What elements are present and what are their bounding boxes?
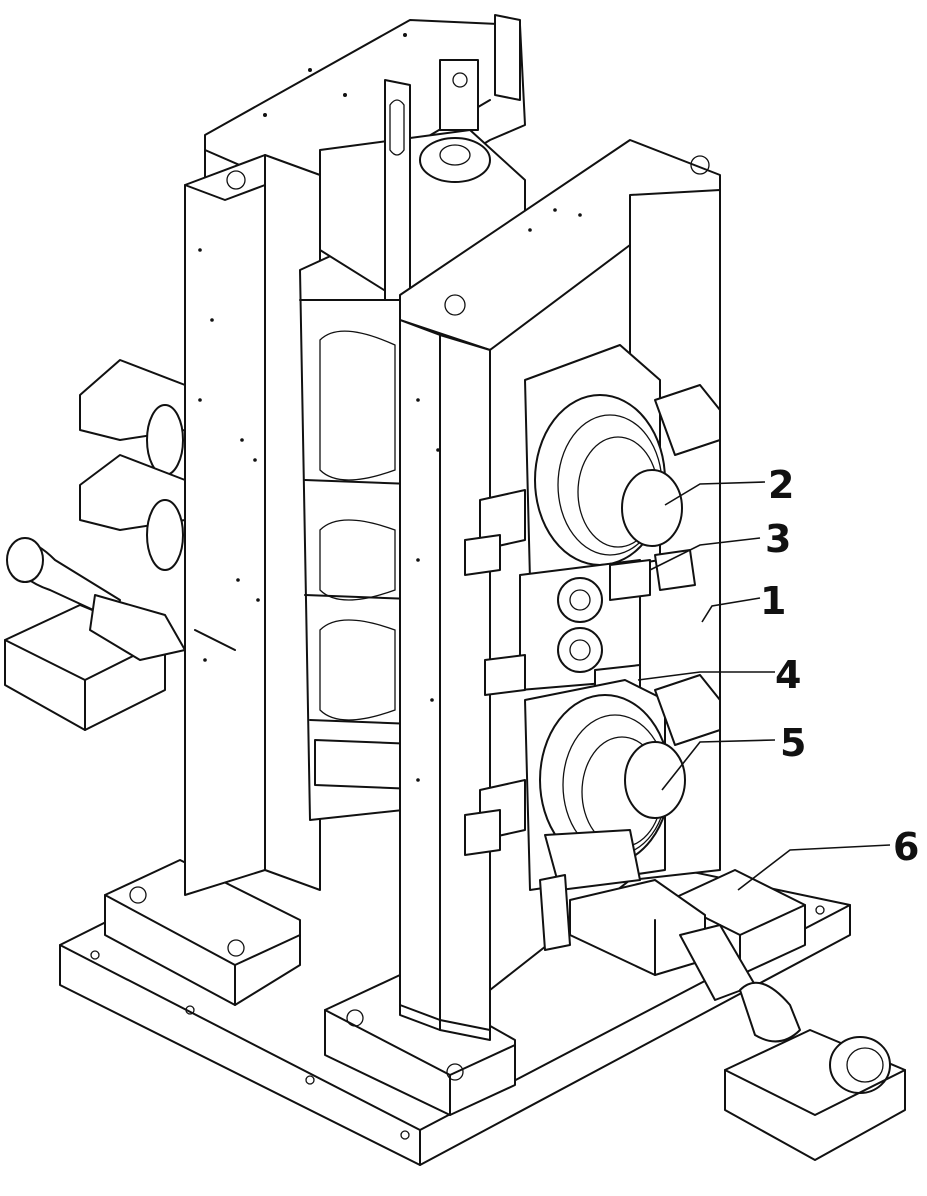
callout-label-6: 6 — [893, 825, 919, 869]
callout-6: 6 — [738, 825, 919, 890]
callout-label-5: 5 — [780, 721, 806, 765]
callout-label-4: 4 — [775, 653, 801, 697]
callout-label-1: 1 — [760, 579, 786, 623]
callout-label-3: 3 — [765, 517, 791, 561]
callout-label-2: 2 — [768, 463, 794, 507]
left-upper-drive-units — [80, 360, 185, 570]
left-column — [185, 155, 320, 895]
